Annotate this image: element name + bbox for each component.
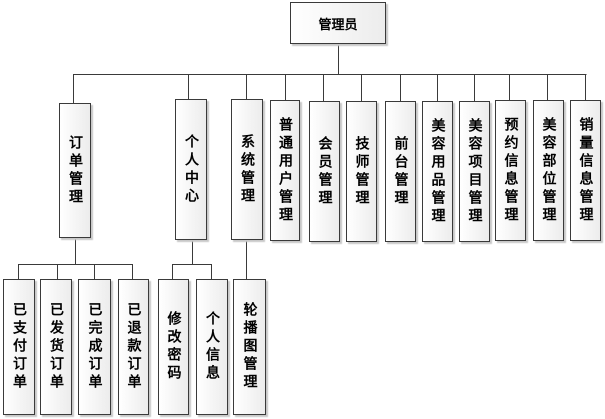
node-order-management: 订单管理: [59, 103, 91, 238]
node-label: 已退款订单: [125, 302, 142, 392]
node-label: 销量信息管理: [577, 116, 594, 225]
node-label: 个人中心: [183, 133, 199, 206]
node-label: 前台管理: [392, 135, 409, 208]
node-label: 订单管理: [67, 134, 83, 207]
node-beauty-product-management: 美容用品管理: [422, 101, 453, 242]
node-label: 美容用品管理: [429, 117, 446, 226]
node-refunded-orders: 已退款订单: [118, 279, 149, 415]
node-label: 轮播图管理: [241, 302, 258, 392]
node-beauty-project-management: 美容项目管理: [459, 101, 490, 242]
node-user-management: 普通用户管理: [270, 100, 300, 241]
node-label: 修改密码: [165, 311, 182, 383]
node-change-password: 修改密码: [158, 279, 189, 415]
node-system-management: 系统管理: [231, 99, 263, 240]
node-front-desk-management: 前台管理: [385, 101, 416, 242]
node-label: 已完成订单: [86, 302, 103, 392]
node-completed-orders: 已完成订单: [78, 279, 111, 415]
node-label: 普通用户管理: [277, 116, 293, 225]
node-sales-management: 销量信息管理: [570, 100, 601, 241]
node-carousel-management: 轮播图管理: [233, 279, 266, 415]
node-label: 预约信息管理: [502, 116, 519, 225]
node-beauty-part-management: 美容部位管理: [533, 100, 564, 241]
node-label: 会员管理: [316, 135, 333, 208]
node-label: 已发货订单: [48, 302, 64, 392]
node-label: 系统管理: [239, 133, 255, 206]
node-label: 美容项目管理: [466, 117, 483, 226]
node-paid-orders: 已支付订单: [3, 279, 35, 415]
node-booking-management: 预约信息管理: [495, 100, 526, 241]
node-personal-center: 个人中心: [175, 99, 207, 240]
node-personal-info: 个人信息: [196, 279, 228, 415]
node-label: 已支付订单: [11, 302, 27, 392]
node-label: 个人信息: [204, 311, 220, 383]
node-label: 美容部位管理: [540, 116, 557, 225]
node-label: 技师管理: [353, 135, 370, 208]
node-technician-management: 技师管理: [346, 101, 377, 242]
node-admin: 管理员: [290, 2, 386, 44]
node-shipped-orders: 已发货订单: [40, 279, 72, 415]
node-member-management: 会员管理: [309, 101, 340, 242]
node-label: 管理员: [318, 17, 358, 33]
